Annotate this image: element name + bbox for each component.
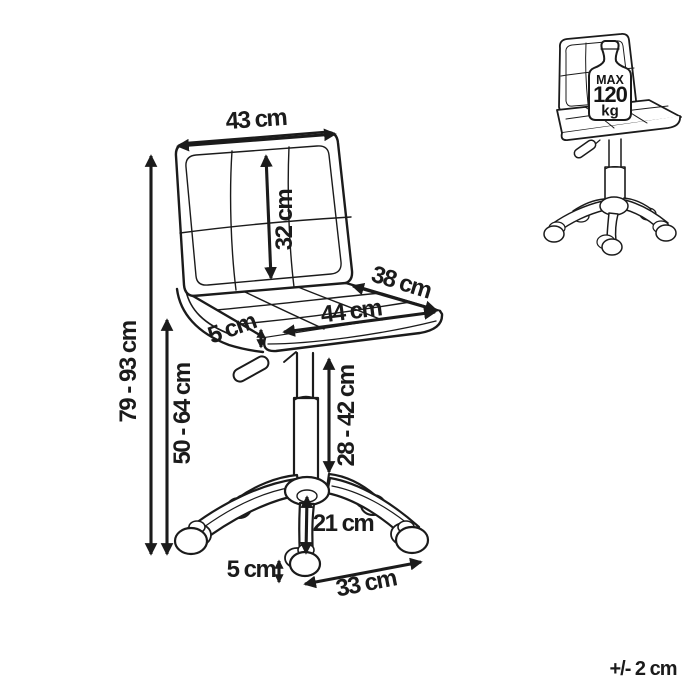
caster-icon [652, 220, 677, 242]
weight-limit-value: 120 [593, 82, 628, 107]
five-star-base [173, 472, 430, 578]
caster-icon [284, 543, 322, 578]
mini-height-lever [573, 139, 601, 159]
arrow-backrest-width [176, 128, 337, 152]
dim-total-height: 79 - 93 cm [115, 321, 142, 423]
gas-lift-column [292, 351, 320, 484]
mini-base [543, 196, 677, 256]
tolerance-note: +/- 2 cm [609, 658, 677, 680]
dim-column-height: 28 - 42 cm [333, 365, 360, 467]
weight-limit-icon [588, 40, 632, 121]
mini-base-hub [599, 196, 629, 216]
arrow-base-span [303, 557, 423, 589]
caster-icon [390, 520, 430, 555]
caster-icon [173, 520, 212, 556]
weight-limit-max-label: MAX [596, 72, 624, 87]
dim-seat-height: 50 - 64 cm [169, 363, 196, 465]
arrow-seat-width [282, 307, 437, 337]
weight-limit-unit: kg [601, 102, 619, 120]
arrow-seat-depth [351, 282, 438, 314]
dim-caster-height: 5 cm [226, 556, 277, 583]
height-lever [232, 351, 297, 383]
dim-backrest-width: 43 cm [224, 103, 288, 136]
mini-chair-figure [543, 32, 682, 256]
dim-backrest-height: 32 cm [271, 189, 298, 251]
main-chair-figure [173, 130, 444, 578]
backrest [174, 130, 354, 298]
dimension-arrows [144, 128, 438, 589]
caster-icon [596, 234, 623, 256]
mini-gas-lift [604, 138, 626, 206]
caster-icon [543, 221, 566, 243]
dim-base-height: 21 cm [312, 510, 375, 537]
arrow-backrest-height [260, 154, 277, 280]
arrow-base-height [299, 495, 314, 555]
seat-support-arm [175, 287, 265, 354]
